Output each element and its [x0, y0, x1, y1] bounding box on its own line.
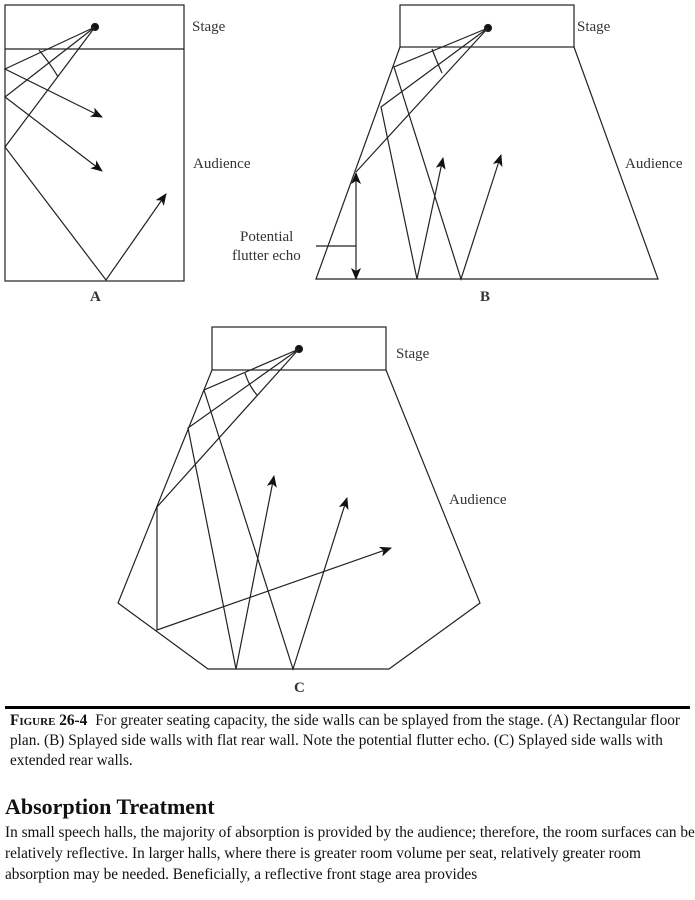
panel-a-label: A — [90, 289, 101, 305]
panel-a-stage-label: Stage — [192, 19, 226, 35]
panel-b-stage-label: Stage — [577, 19, 611, 35]
panel-a-audience-label: Audience — [193, 156, 251, 172]
panel-b-label: B — [480, 289, 490, 305]
panel-a-diagram: Stage Audience A — [3, 4, 251, 305]
section-heading: Absorption Treatment — [5, 794, 215, 819]
panel-b-diagram: Stage Audience Potential flutter echo B — [232, 4, 683, 305]
flutter-echo-label-line1: Potential — [240, 229, 293, 245]
panel-c-audience-label: Audience — [449, 492, 507, 508]
panel-c-diagram: Stage Audience C — [117, 326, 507, 696]
body-paragraph: In small speech halls, the majority of a… — [5, 824, 695, 883]
caption-text: For greater seating capacity, the side w… — [10, 712, 681, 769]
flutter-echo-label-line2: flutter echo — [232, 248, 301, 264]
panel-b-audience-label: Audience — [625, 156, 683, 172]
panel-c-label: C — [294, 680, 305, 696]
panel-c-stage-label: Stage — [396, 346, 430, 362]
caption-rule — [5, 706, 690, 709]
figure-number: Figure 26-4 — [10, 712, 88, 729]
floor-plan-figure: Stage Audience A Stage Audience Potentia… — [3, 4, 683, 696]
